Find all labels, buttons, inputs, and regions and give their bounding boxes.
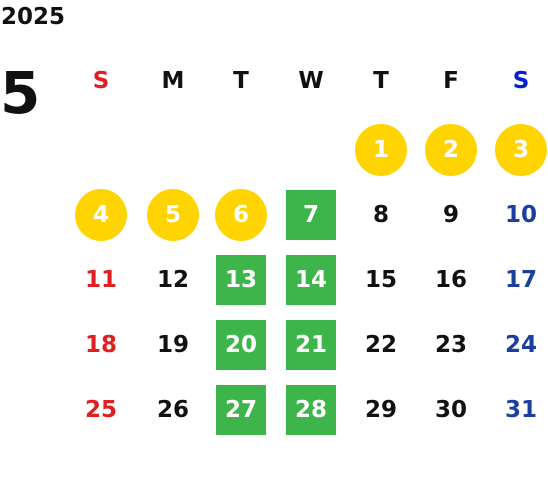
day-22: 22 — [364, 332, 397, 358]
day-27-square-marked: 27 — [216, 385, 266, 435]
day-9: 9 — [442, 202, 459, 228]
day-13-square-marked: 13 — [216, 255, 266, 305]
day-11: 11 — [84, 267, 117, 293]
day-10: 10 — [504, 202, 537, 228]
day-29: 29 — [364, 397, 397, 423]
day-31: 31 — [504, 397, 537, 423]
day-17: 17 — [504, 267, 537, 293]
day-5-circle-marked: 5 — [147, 189, 199, 241]
day-4-circle-marked: 4 — [75, 189, 127, 241]
day-8: 8 — [372, 202, 389, 228]
day-23: 23 — [434, 332, 467, 358]
day-2-circle-marked: 2 — [425, 124, 477, 176]
day-21-square-marked: 21 — [286, 320, 336, 370]
day-1-circle-marked: 1 — [355, 124, 407, 176]
day-28-square-marked: 28 — [286, 385, 336, 435]
day-7-square-marked: 7 — [286, 190, 336, 240]
weekday-tuesday: T — [233, 68, 249, 94]
day-25: 25 — [84, 397, 117, 423]
day-20-square-marked: 20 — [216, 320, 266, 370]
day-14-square-marked: 14 — [286, 255, 336, 305]
day-24: 24 — [504, 332, 537, 358]
month-number: 5 — [0, 59, 41, 127]
weekday-thursday: T — [373, 68, 389, 94]
weekday-monday: M — [161, 68, 185, 94]
day-3-circle-marked: 3 — [495, 124, 547, 176]
weekday-sunday: S — [92, 68, 110, 94]
day-18: 18 — [84, 332, 117, 358]
day-12: 12 — [156, 267, 189, 293]
year-label: 2025 — [1, 4, 66, 30]
weekday-saturday: S — [512, 68, 530, 94]
day-30: 30 — [434, 397, 467, 423]
day-6-circle-marked: 6 — [215, 189, 267, 241]
weekday-wednesday: W — [298, 68, 324, 94]
day-19: 19 — [156, 332, 189, 358]
day-15: 15 — [364, 267, 397, 293]
weekday-friday: F — [443, 68, 459, 94]
day-16: 16 — [434, 267, 467, 293]
day-26: 26 — [156, 397, 189, 423]
